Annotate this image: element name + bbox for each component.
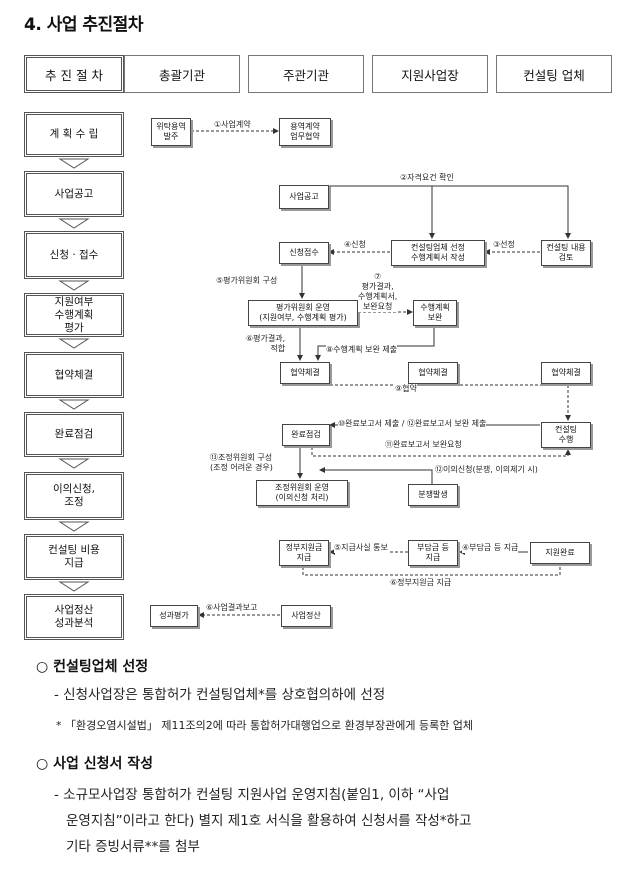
box-gov-payment: 정부지원금 지급	[279, 540, 329, 566]
box-announcement: 사업공고	[279, 185, 329, 209]
stage-completion-check: 완료점검	[24, 412, 124, 457]
stage-agreement: 협약체결	[24, 352, 124, 398]
box-completion-check: 완료점검	[282, 424, 330, 446]
box-select-consultant: 컨설팅업체 선정 수행계획서 작성	[391, 240, 485, 266]
box-consulting-review: 컨설팅 내용 검토	[541, 240, 591, 266]
header-support-site: 지원사업장	[372, 55, 488, 93]
box-service-contract: 용역계약 업무협약	[279, 118, 331, 146]
box-performance-eval: 성과평가	[150, 605, 198, 627]
box-mediation-committee: 조정위원회 운영 (이의신청 처리)	[256, 480, 348, 506]
section-text-application-2: 운영지침”이라고 한다) 별지 제1호 서식을 활용하여 신청서를 작성*하고	[66, 813, 472, 829]
box-burden-payment: 부담금 등 지급	[408, 540, 458, 566]
page-title: 4. 사업 추진절차	[24, 15, 143, 35]
label-apply: ④신청	[344, 240, 366, 250]
box-consign-order: 위탁용역 발주	[151, 118, 191, 146]
footnote-consultant: * 「환경오염시설법」 제11조의2에 따라 통합허가대행업으로 환경부장관에게…	[56, 719, 474, 732]
header-procedure: 추 진 절 차	[24, 55, 124, 93]
stage-settlement: 사업정산 성과분석	[24, 594, 124, 640]
label-contract: ①사업계약	[214, 120, 251, 130]
label-select: ③선정	[493, 240, 515, 250]
label-burden-payment: ④부담금 등 지급	[462, 543, 519, 553]
header-host-agency: 주관기관	[248, 55, 364, 93]
box-agreement-consultant: 협약체결	[541, 362, 591, 384]
stage-objection: 이의신청, 조정	[24, 472, 124, 520]
section-heading-application: ○ 사업 신청서 작성	[36, 756, 153, 772]
label-payment-notice: ⑤지급사실 통보	[334, 543, 388, 553]
section-text-application-1: - 소규모사업장 통합허가 컨설팅 지원사업 운영지침(붙임1, 이하 “사업	[54, 787, 450, 803]
box-application-receipt: 신청접수	[279, 242, 329, 264]
stage-arrows	[58, 158, 90, 592]
box-agreement-site: 협약체결	[408, 362, 458, 384]
label-objection: ⑫이의신청(분쟁, 이의제기 시)	[435, 465, 538, 475]
label-report-submit: ⑩완료보고서 제출 / ⑫완료보고서 보완 제출	[338, 419, 487, 429]
label-supplement-request: ⑦ 평가결과, 수행계획서, 보완요청	[358, 272, 398, 312]
box-plan-supplement: 수행계획 보완	[413, 300, 457, 326]
section-text-application-3: 기타 증빙서류**를 첨부	[66, 839, 200, 855]
header-consulting-company: 컨설팅 업체	[496, 55, 612, 93]
section-heading-consultant: ○ 컨설팅업체 선정	[36, 659, 149, 675]
label-gov-payment: ⑥정부지원금 지급	[390, 578, 452, 588]
stage-evaluation: 지원여부 수행계획 평가	[24, 293, 124, 337]
box-settlement: 사업정산	[281, 605, 331, 627]
stage-payment: 컨설팅 비용 지급	[24, 534, 124, 580]
stage-announcement: 사업공고	[24, 171, 124, 217]
box-consulting-perform: 컨설팅 수행	[541, 422, 591, 448]
label-mediation-form: ⑬조정위원회 구성 (조정 어려운 경우)	[210, 453, 273, 473]
label-qualification: ②자격요건 확인	[400, 173, 454, 183]
box-dispute: 분쟁발생	[408, 484, 458, 506]
box-support-complete: 지원완료	[530, 542, 590, 564]
box-agreement-host: 협약체결	[280, 362, 330, 384]
label-eval-committee-form: ⑤평가위원회 구성	[216, 276, 278, 286]
label-result-report: ⑥사업결과보고	[206, 603, 258, 613]
label-report-supplement: ⑪완료보고서 보완요청	[385, 440, 462, 450]
stage-application: 신청 · 접수	[24, 231, 124, 279]
header-general-agency: 총괄기관	[124, 55, 240, 93]
stage-planning: 계 획 수 립	[24, 112, 124, 157]
box-eval-committee: 평가위원회 운영 (지원여부, 수행계획 평가)	[248, 300, 358, 326]
label-agreement: ⑨협약	[395, 384, 417, 394]
section-text-consultant: - 신청사업장은 통합허가 컨설팅업체*를 상호협의하에 선정	[54, 687, 386, 703]
label-supplement-submit: ⑧수행계획 보완 제출	[326, 345, 398, 355]
label-eval-result: ⑥평가결과, 적합	[246, 334, 286, 354]
